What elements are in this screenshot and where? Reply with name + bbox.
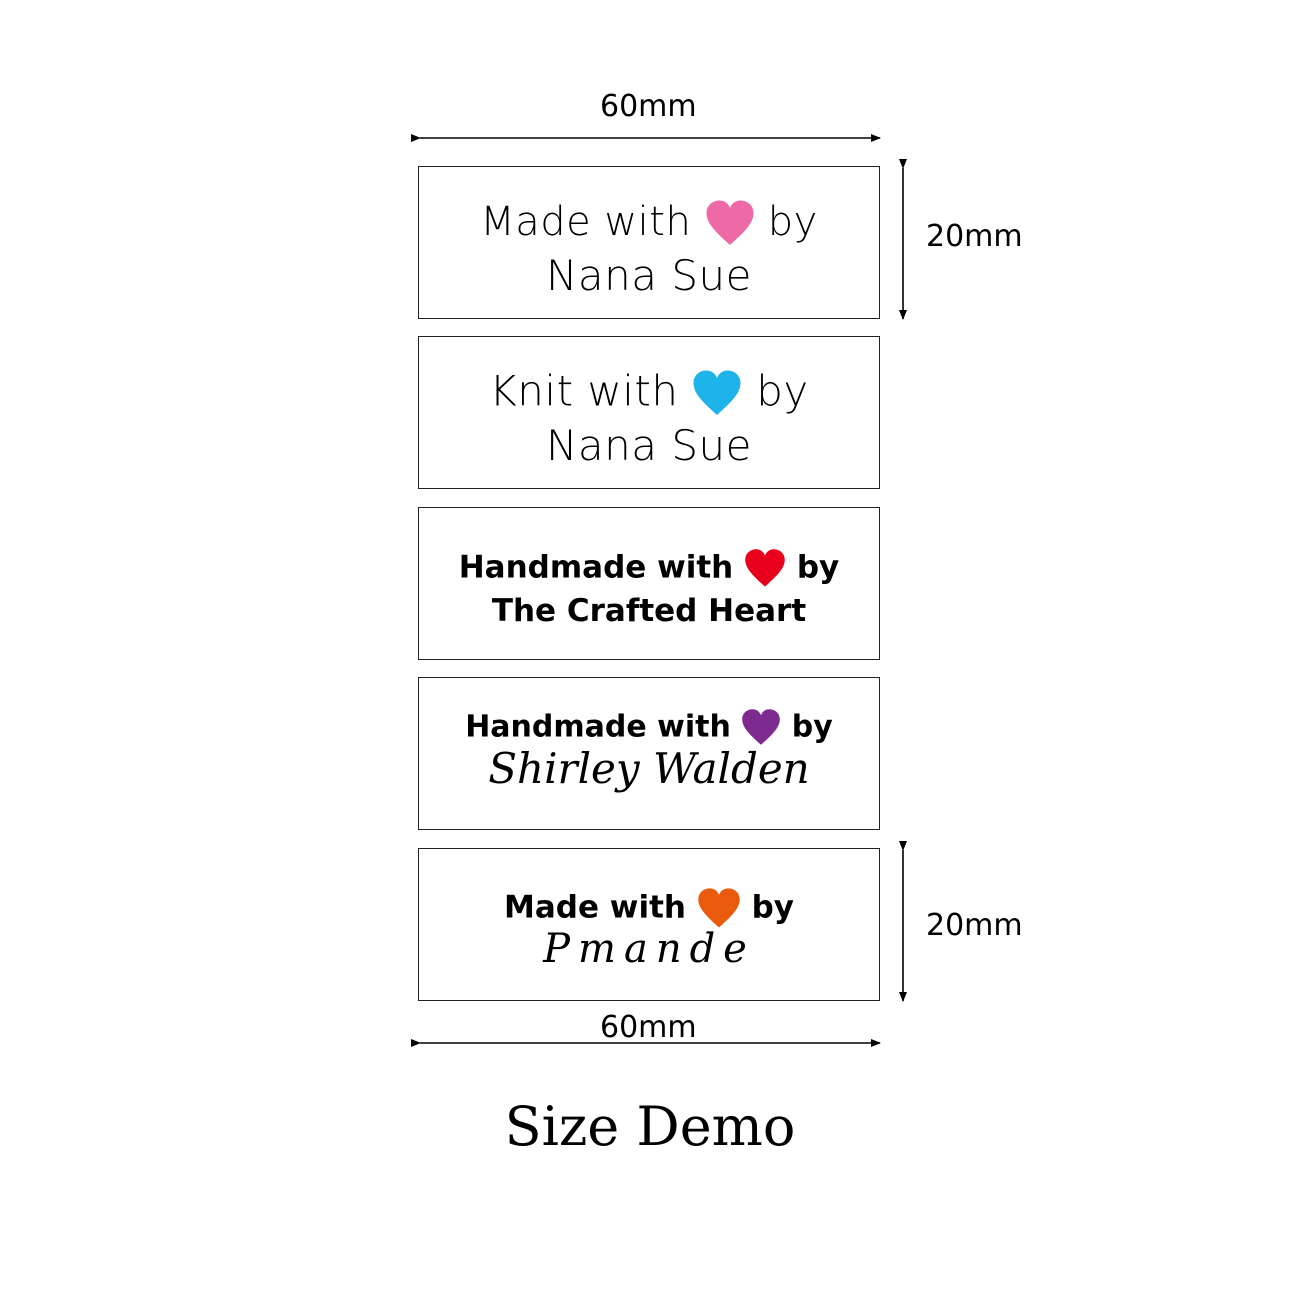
- label-suffix-text: by: [767, 199, 818, 245]
- label-prefix-text: Handmade with: [465, 709, 731, 745]
- top-width-label: 60mm: [600, 89, 697, 124]
- heart-icon: [693, 370, 741, 415]
- label-made-with-pmande: Made with by Pmande: [418, 848, 880, 1001]
- label-prefix-text: Made with: [480, 199, 692, 245]
- label-line-2: Nana Sue: [546, 421, 752, 470]
- heart-icon: [706, 200, 754, 245]
- label-suffix-text: by: [796, 549, 840, 586]
- label-prefix-text: Knit with: [489, 366, 679, 416]
- label-line-1: Knit with by: [419, 369, 879, 419]
- label-line-1: Handmade with by: [419, 708, 879, 748]
- heart-icon: [742, 709, 781, 745]
- label-prefix-text: Handmade with: [458, 549, 734, 586]
- label-suffix-text: by: [791, 709, 833, 745]
- heart-icon: [745, 549, 785, 587]
- bottom-height-label: 20mm: [926, 908, 1023, 943]
- label-prefix-text: Made with: [504, 889, 686, 926]
- bottom-width-label: 60mm: [600, 1010, 697, 1045]
- heart-icon: [698, 888, 740, 928]
- label-handmade-with-shirley-walden: Handmade with by Shirley Walden: [418, 677, 880, 830]
- label-line-2: Shirley Walden: [488, 744, 810, 793]
- label-line-1: Made with by: [419, 887, 879, 931]
- size-demo-caption: Size Demo: [504, 1095, 796, 1158]
- label-knit-with-nana-sue: Knit with by Nana Sue: [418, 336, 880, 489]
- label-line-1: Made with by: [419, 199, 879, 249]
- top-height-label: 20mm: [926, 219, 1023, 254]
- label-suffix-text: by: [756, 366, 809, 416]
- label-line-2: Nana Sue: [546, 251, 752, 300]
- label-handmade-with-crafted-heart: Handmade with by The Crafted Heart: [418, 507, 880, 660]
- label-line-2: Pmande: [543, 926, 755, 972]
- label-suffix-text: by: [751, 889, 794, 926]
- label-line-2: The Crafted Heart: [491, 593, 807, 629]
- label-made-with-nana-sue: Made with by Nana Sue: [418, 166, 880, 319]
- label-line-1: Handmade with by: [419, 548, 879, 590]
